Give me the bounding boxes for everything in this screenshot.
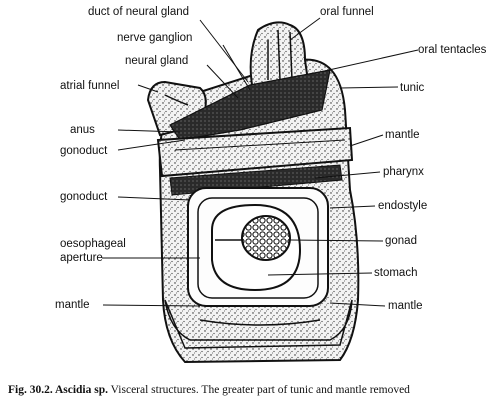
label-oral-tentacles: oral tentacles	[418, 44, 487, 56]
caption-text: Visceral structures. The greater part of…	[108, 384, 410, 396]
label-nerve-ganglion: nerve ganglion	[117, 32, 193, 44]
label-tunic: tunic	[400, 82, 425, 94]
label-gonoduct-2: gonoduct	[60, 191, 108, 203]
label-gonad: gonad	[385, 235, 417, 247]
label-mantle-left: mantle	[55, 299, 90, 311]
label-atrial-funnel: atrial funnel	[60, 80, 120, 92]
figure-caption: Fig. 30.2. Ascidia sp. Visceral structur…	[8, 384, 410, 396]
label-duct-of-neural-gland: duct of neural gland	[88, 6, 190, 18]
label-stomach: stomach	[374, 267, 418, 279]
label-anus: anus	[70, 124, 95, 136]
lower-mantle	[164, 299, 353, 349]
label-mantle-right: mantle	[388, 300, 423, 312]
gonad	[241, 215, 291, 261]
caption-fig-label: Fig. 30.2. Ascidia sp.	[8, 384, 109, 396]
label-neural-gland: neural gland	[125, 55, 189, 67]
label-pharynx: pharynx	[383, 166, 424, 178]
label-oesophageal: oesophageal	[60, 238, 126, 250]
label-aperture: aperture	[60, 252, 103, 264]
leader-lines	[102, 17, 419, 307]
label-gonoduct-1: gonoduct	[60, 145, 108, 157]
label-oral-funnel: oral funnel	[320, 6, 374, 18]
label-mantle-top: mantle	[385, 129, 420, 141]
label-endostyle: endostyle	[378, 200, 428, 212]
mantle-band	[156, 126, 354, 178]
